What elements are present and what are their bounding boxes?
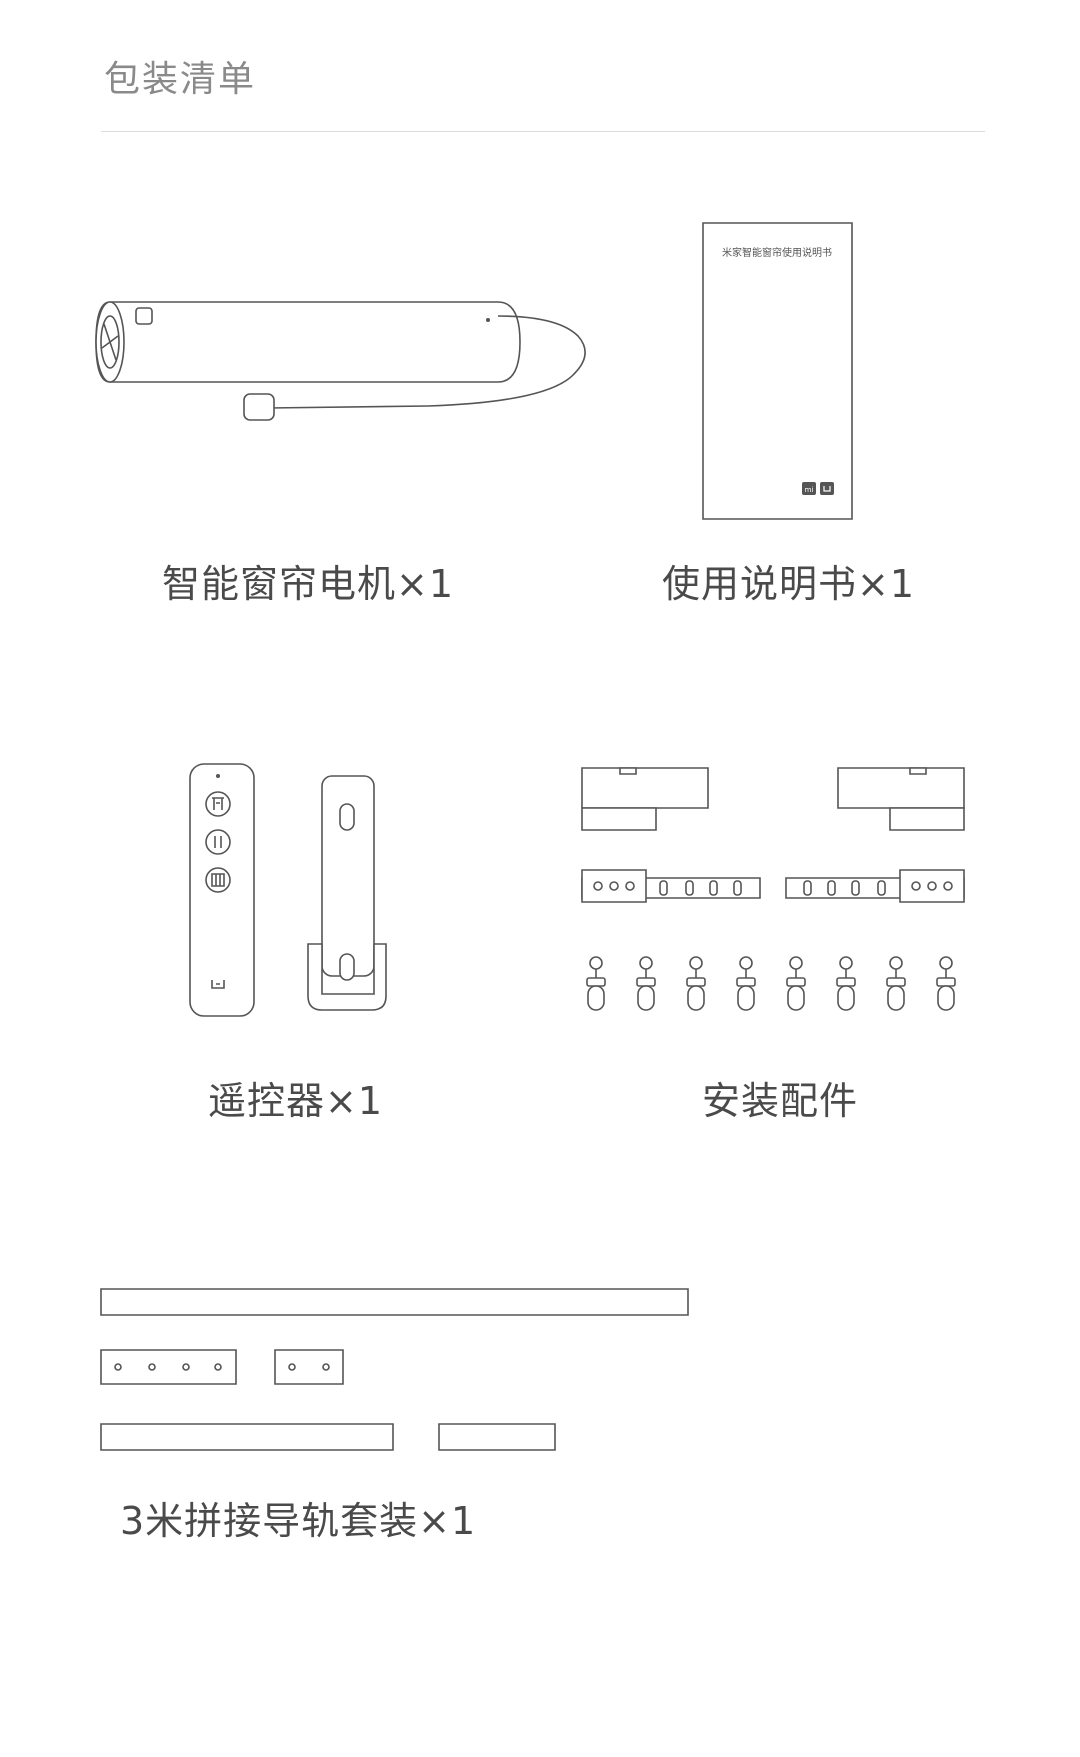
- remote-holder-icon: [306, 774, 388, 1014]
- curtain-hook-icon: [937, 957, 955, 1010]
- page-title: 包装清单: [104, 59, 257, 100]
- item-label-manual: 使用说明书×1: [662, 562, 916, 606]
- curtain-hook-icon: [837, 957, 855, 1010]
- manual-mi-logo: mi: [805, 486, 814, 494]
- curtain-hook-icon: [687, 957, 705, 1010]
- curtain-hook-icon: [737, 957, 755, 1010]
- manual-cover-title: 米家智能窗帘使用说明书: [722, 246, 832, 259]
- mounting-accessories-icon: [580, 766, 972, 1022]
- curtain-motor-icon: [88, 296, 588, 446]
- rail-kit-icon: [100, 1288, 700, 1458]
- item-label-motor: 智能窗帘电机×1: [162, 562, 455, 606]
- remote-control-icon: [188, 762, 258, 1018]
- item-label-remote: 遥控器×1: [208, 1079, 384, 1123]
- item-label-rail-kit: 3米拼接导轨套装×1: [120, 1499, 477, 1543]
- item-label-accessories: 安装配件: [702, 1079, 859, 1123]
- manual-booklet-icon: 米家智能窗帘使用说明书 mi: [702, 222, 854, 520]
- curtain-hook-icon: [587, 957, 605, 1010]
- curtain-hook-icon: [887, 957, 905, 1010]
- curtain-hook-icon: [637, 957, 655, 1010]
- curtain-hook-icon: [787, 957, 805, 1010]
- title-divider: [101, 131, 985, 132]
